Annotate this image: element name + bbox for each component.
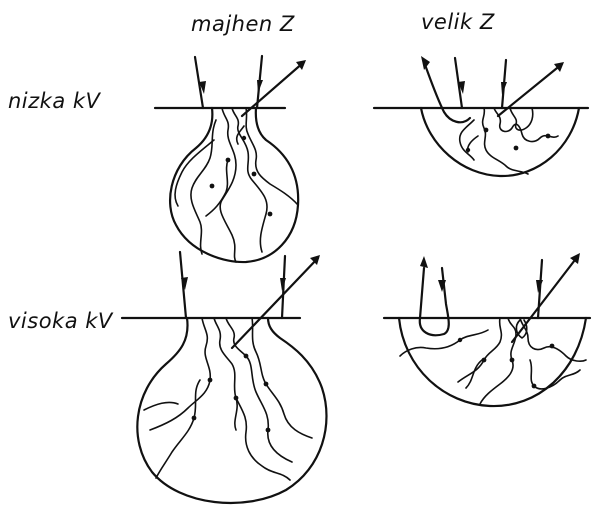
electron-trajectory xyxy=(530,360,580,389)
volume-low-kv-small-z xyxy=(155,56,306,262)
volume-low-kv-large-z xyxy=(374,56,588,176)
electron-trajectory xyxy=(150,318,210,430)
electron-trajectory xyxy=(144,402,178,410)
volume-high-kv-small-z xyxy=(122,252,327,503)
collision-point xyxy=(266,428,271,433)
electron-trajectory xyxy=(232,108,267,252)
collision-point xyxy=(484,128,489,133)
collision-point xyxy=(514,146,519,151)
electron-trajectory xyxy=(246,108,298,205)
electron-trajectory xyxy=(206,160,228,216)
collision-point xyxy=(550,344,555,349)
collision-point xyxy=(208,378,213,383)
electron-trajectory xyxy=(520,318,586,361)
electron-trajectory xyxy=(252,318,312,438)
collision-point xyxy=(268,212,273,217)
backscattered-electron xyxy=(420,268,449,335)
arrow-icon xyxy=(421,56,430,70)
collision-point xyxy=(510,358,515,363)
electron-trajectory xyxy=(466,360,482,388)
collision-point xyxy=(482,358,487,363)
collision-point xyxy=(264,382,269,387)
collision-point xyxy=(532,384,537,389)
collision-point xyxy=(244,354,249,359)
collision-point xyxy=(546,134,551,139)
collision-point xyxy=(234,396,239,401)
collision-point xyxy=(458,338,462,342)
volume-outline xyxy=(399,318,586,406)
electron-trajectory xyxy=(458,318,501,382)
collision-point xyxy=(252,172,257,177)
arrow-icon xyxy=(257,80,263,93)
collision-point xyxy=(242,136,246,140)
collision-point xyxy=(226,158,231,163)
electron-trajectory xyxy=(483,108,528,174)
electron-trajectory xyxy=(156,380,200,478)
volume-high-kv-large-z xyxy=(384,253,590,406)
arrow-icon xyxy=(420,256,428,268)
collision-point xyxy=(210,184,215,189)
volume-outline xyxy=(137,318,326,503)
collision-point xyxy=(192,416,197,421)
collision-point xyxy=(466,148,470,152)
arrow-icon xyxy=(570,253,580,264)
backscattered-electron xyxy=(512,256,578,342)
